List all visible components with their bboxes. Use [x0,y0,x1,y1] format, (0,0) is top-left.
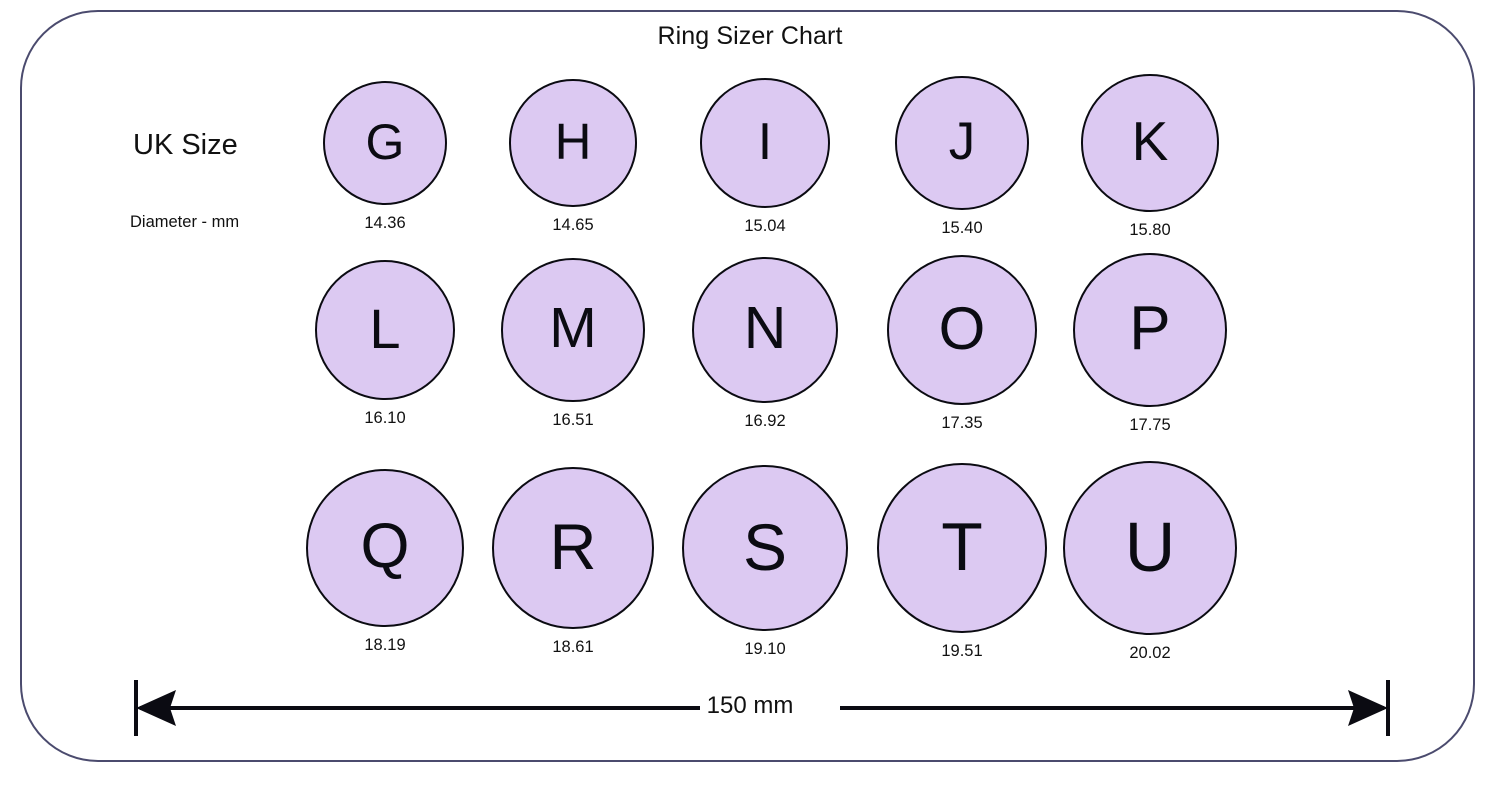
ring-size-letter: O [938,294,986,362]
ring-circle-k[interactable]: K [1081,74,1219,212]
ring-size-letter: R [549,510,597,584]
ring-circle-u[interactable]: U [1063,461,1237,635]
chart-border [20,10,1475,762]
ring-circle-h[interactable]: H [509,79,637,207]
ring-diameter-value: 17.75 [1129,416,1171,435]
ring-circle-l[interactable]: L [315,260,455,400]
ring-size-letter: I [757,112,773,171]
ring-size-letter: J [948,112,976,172]
ring-diameter-value: 19.51 [941,641,983,660]
ring-circle-s[interactable]: S [682,465,848,631]
ring-diameter-value: 15.40 [941,218,983,237]
ring-diameter-value: 16.92 [744,412,786,431]
ring-diameter-value: 16.51 [552,410,594,429]
scale-dimension-arrow [134,680,1390,736]
ring-circle-p[interactable]: P [1072,252,1228,408]
ring-diameter-value: 14.65 [552,215,594,234]
ring-diameter-value: 20.02 [1129,643,1171,662]
ring-size-letter: S [742,509,787,584]
ring-circle-i[interactable]: I [699,77,831,209]
ring-circle-n[interactable]: N [691,256,839,404]
ring-size-letter: Q [360,511,410,582]
page-title: Ring Sizer Chart [657,22,843,50]
ring-size-letter: P [1129,293,1171,363]
ring-size-letter: M [549,296,597,361]
ring-diameter-value: 15.04 [744,217,786,236]
ring-circle-m[interactable]: M [501,258,645,402]
ring-size-letter: U [1124,507,1176,586]
ring-diameter-value: 18.61 [552,637,594,656]
ring-diameter-value: 16.10 [364,408,406,427]
ring-size-letter: G [365,113,405,170]
ring-circle-r[interactable]: R [492,467,654,629]
ring-diameter-value: 18.19 [364,635,406,654]
ring-diameter-value: 15.80 [1129,220,1171,239]
ring-circle-o[interactable]: O [886,254,1038,406]
ring-diameter-value: 19.10 [744,639,786,658]
ring-circle-g[interactable]: G [322,80,448,206]
ring-circle-j[interactable]: J [895,76,1029,210]
ring-size-letter: L [369,296,401,360]
ring-circle-t[interactable]: T [877,463,1047,633]
uk-size-label: UK Size [133,129,238,161]
ring-diameter-value: 14.36 [364,214,406,233]
diameter-label: Diameter - mm [130,213,240,231]
ring-size-letter: K [1131,110,1169,173]
ring-size-letter: N [743,295,787,362]
ring-diameter-value: 17.35 [941,414,983,433]
ring-circle-q[interactable]: Q [306,469,464,627]
ring-size-letter: H [554,113,592,171]
ring-size-letter: T [941,508,983,585]
